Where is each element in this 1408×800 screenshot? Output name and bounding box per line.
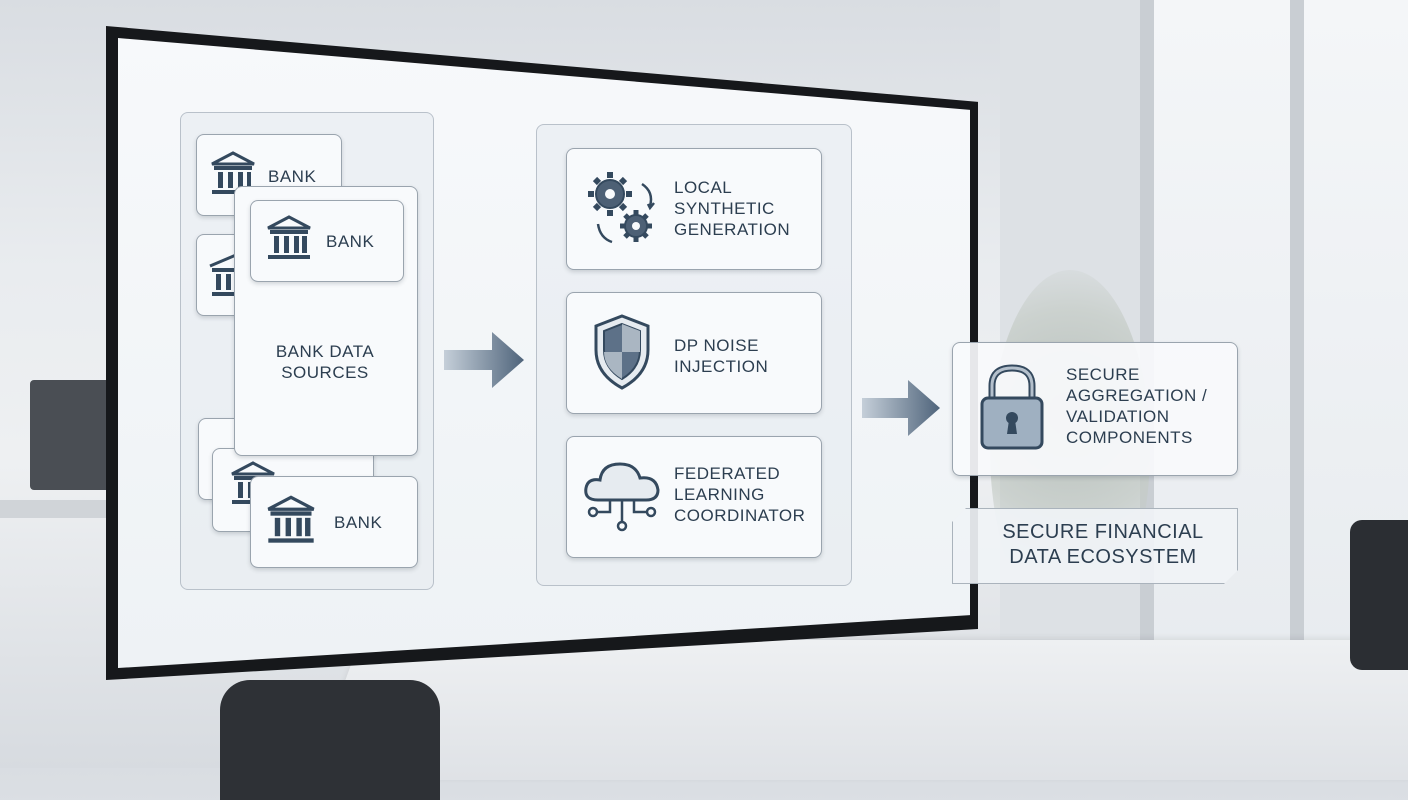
bank-icon: [267, 215, 311, 259]
ecosystem-label: SECURE FINANCIAL DATA ECOSYSTEM: [1002, 521, 1204, 568]
bank-label: BANK: [334, 513, 383, 532]
bank-icon: [209, 253, 238, 296]
shield-icon: [594, 314, 650, 390]
pipeline-step-label: LOCAL SYNTHETIC GENERATION: [674, 178, 791, 239]
flow-arrow: [862, 380, 940, 436]
pipeline-step-card: [566, 148, 822, 270]
background-desk: [0, 500, 120, 518]
window-mullion: [1290, 0, 1304, 648]
office-chair: [220, 680, 440, 800]
padlock-icon: [980, 364, 1044, 450]
bank-icon: [211, 151, 255, 194]
bank-icon: [267, 495, 315, 543]
bank-data-sources-title: BANK DATA SOURCES: [275, 342, 375, 382]
pipeline-step-label: FEDERATED LEARNING COORDINATOR: [674, 464, 806, 525]
ecosystem-banner: [952, 508, 1238, 584]
secure-aggregation-label: SECURE AGGREGATION / VALIDATION COMPONEN…: [1066, 365, 1208, 447]
gears-icon: [588, 172, 655, 244]
background-monitor: [30, 380, 110, 490]
pipeline-step-label: DP NOISE INJECTION: [674, 336, 769, 376]
bank-label: BANK: [268, 167, 317, 186]
conference-table: [309, 640, 1408, 780]
flow-arrow: [444, 332, 524, 388]
bank-label: BANK: [326, 232, 375, 251]
office-chair: [1350, 520, 1408, 670]
cloud-network-icon: [584, 462, 660, 532]
